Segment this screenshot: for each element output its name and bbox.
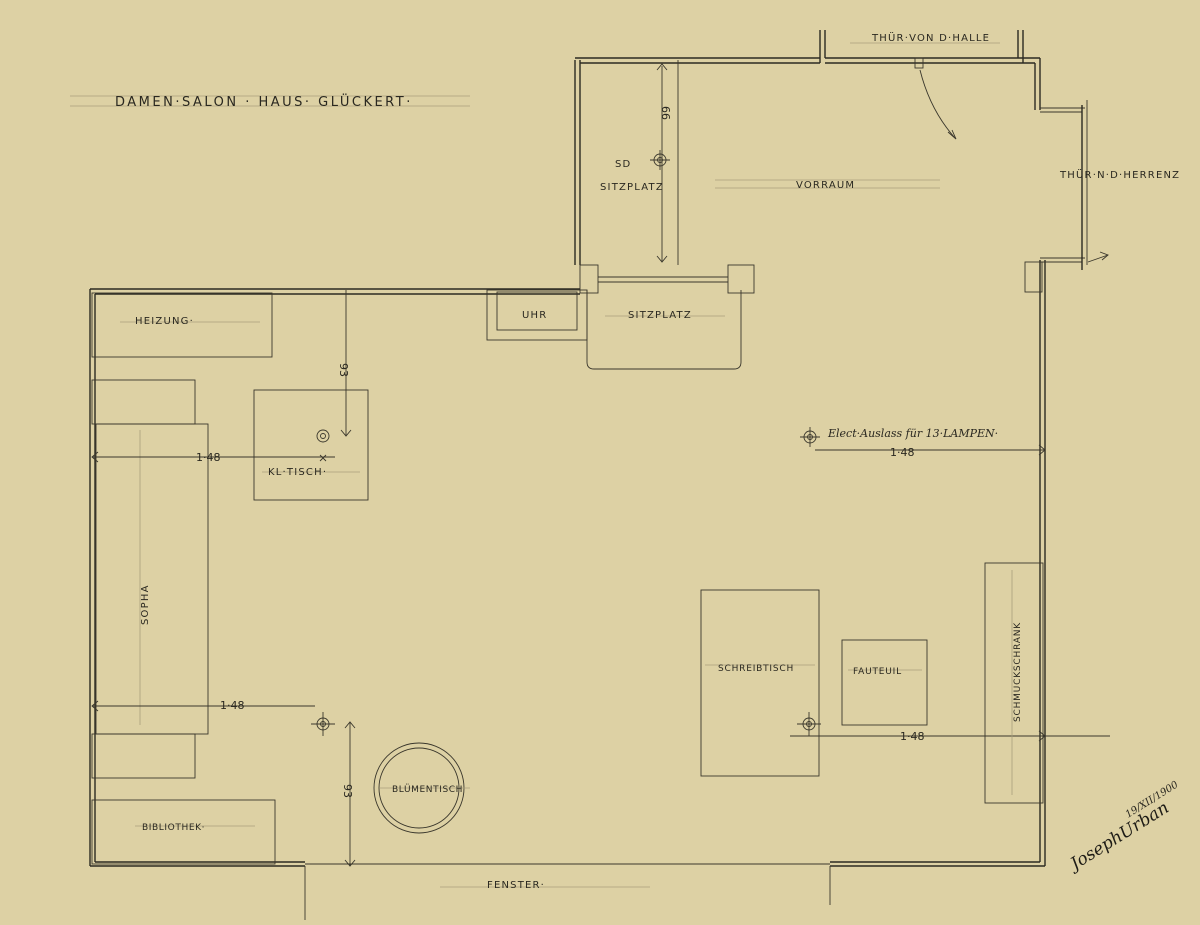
bibliothek: BIBLIOTHEK· [91,799,276,865]
sitzplatz-upper-label: SITZPLATZ [600,182,664,193]
dimension-66: 66 [659,106,672,120]
dim-148-left-bottom: 1·48 [91,699,335,736]
dim-93-top: 93 [337,290,352,437]
dim-93-bottom: 93 [341,721,356,867]
title-block: DAMEN·SALON · HAUS· GLÜCKERT· [70,93,470,110]
vorraum-walls [574,30,1046,565]
dimension-148-left-bottom: 1·48 [220,699,245,712]
kl-tisch: KL·TISCH· [253,389,369,501]
dim-148-right-bottom: 1·48 [790,730,1110,743]
heizung-label: HEIZUNG· [135,316,194,327]
blumentisch: BLÜMENTISCH [373,742,470,834]
door-herrenz: THÜR·N·D·HERRENZ [1040,100,1180,270]
kl-tisch-label: KL·TISCH· [268,467,327,478]
lamps-annotation: Elect·Auslass für 13·LAMPEN· 1·48 [800,427,1046,459]
schmuckschrank-label: SCHMUCKSCHRANK [1013,622,1023,722]
uhr-label: UHR [522,310,547,321]
sopha-label: SOPHA [140,584,151,625]
signature: JosephUrban 19/XII/1900 [1065,779,1181,876]
small-mark: SD [615,159,631,170]
vorraum: VORRAUM [715,179,940,191]
door-hall-label: THÜR·VON D·HALLE [871,31,990,44]
fauteuil: FAUTEUIL [841,639,928,726]
uhr-niche: UHR [486,289,588,341]
dimension-148-right-bottom: 1·48 [900,730,925,743]
drawing-title: DAMEN·SALON · HAUS· GLÜCKERT· [115,93,413,110]
dimension-93-top: 93 [337,363,350,377]
heizung: HEIZUNG· [91,292,273,358]
fauteuil-label: FAUTEUIL [853,667,902,677]
signature-text: JosephUrban [1065,798,1173,876]
vorraum-label: VORRAUM [796,180,855,191]
dim-148-left-top: 1·48 [91,451,335,464]
schreibtisch-label: SCHREIBTISCH [718,664,794,674]
dimension-148-right-top: 1·48 [890,446,915,459]
fenster-label: FENSTER· [487,880,545,891]
dimension-148-left-top: 1·48 [196,451,221,464]
dimension-93-bottom: 93 [341,784,354,798]
blumentisch-label: BLÜMENTISCH [392,784,463,795]
door-hall: THÜR·VON D·HALLE [850,31,1000,140]
sitzplatz-lower: SITZPLATZ [586,290,742,370]
window: FENSTER· [440,880,650,891]
salon-walls [89,288,1046,920]
sitzplatz-upper: SITZPLATZ SD 66 [600,63,672,263]
sitzplatz-lower-label: SITZPLATZ [628,310,692,321]
sopha: SOPHA [91,379,209,779]
door-herrenz-label: THÜR·N·D·HERRENZ [1059,168,1180,181]
schreibtisch: SCHREIBTISCH [700,589,821,777]
schmuckschrank: SCHMUCKSCHRANK [984,562,1044,804]
bibliothek-label: BIBLIOTHEK· [142,823,205,833]
lamps-annotation-label: Elect·Auslass für 13·LAMPEN· [827,427,998,440]
